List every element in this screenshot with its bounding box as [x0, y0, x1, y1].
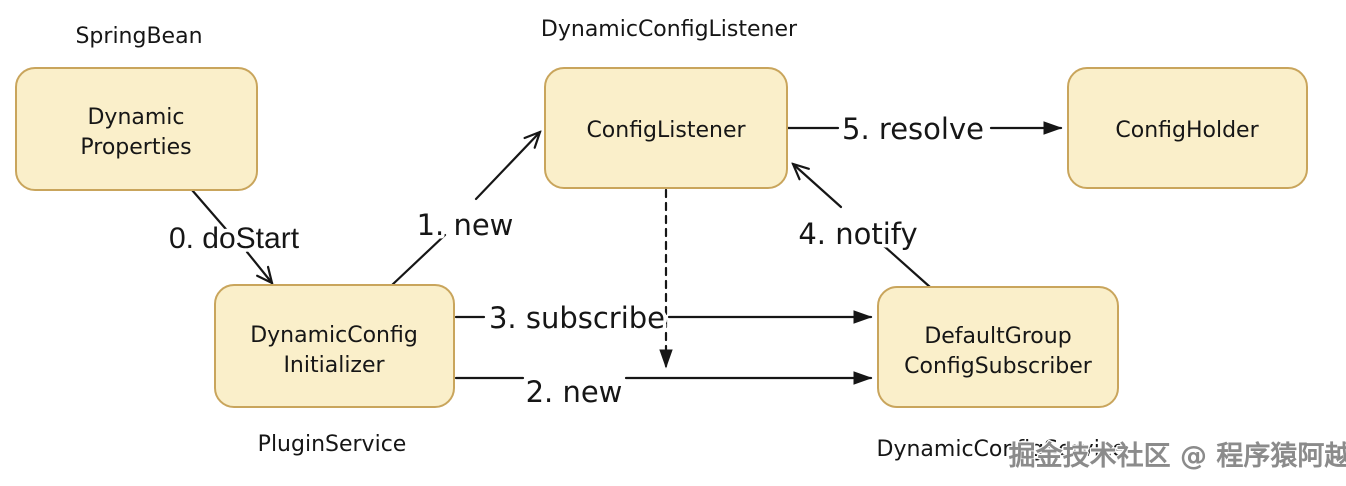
- edge-new-subscriber-label: 2. new: [526, 375, 623, 409]
- edge-do-start-label: 0. doStart: [169, 222, 300, 255]
- node-config-holder-label: ConfigHolder: [1115, 118, 1259, 143]
- edge-new-listener-line-2: [474, 132, 540, 201]
- annotation-spring-bean: SpringBean: [75, 24, 202, 49]
- node-config-listener-box: [544, 67, 788, 189]
- node-default-group-config-subscriber-label-line1: DefaultGroup: [924, 324, 1071, 349]
- node-default-group-config-subscriber-label-line2: ConfigSubscriber: [904, 354, 1093, 379]
- edge-resolve-label: 5. resolve: [842, 112, 984, 146]
- edge-new-listener-line-1: [390, 233, 447, 287]
- node-default-group-config-subscriber: DefaultGroup ConfigSubscriber: [877, 286, 1119, 408]
- edge-do-start-line-1: [190, 188, 233, 237]
- edge-new-subscriber: 2. new: [454, 371, 873, 413]
- node-config-holder-box: [1067, 67, 1308, 189]
- edge-notify-label: 4. notify: [798, 217, 917, 251]
- node-default-group-config-subscriber-box: [877, 286, 1119, 408]
- node-config-listener-label: ConfigListener: [586, 118, 746, 143]
- node-config-listener: ConfigListener: [544, 67, 788, 189]
- edge-do-start-line-2: [245, 250, 272, 283]
- edge-subscribe-label: 3. subscribe: [489, 301, 665, 335]
- node-dynamic-properties-label-line2: Properties: [80, 135, 191, 160]
- node-dynamic-config-initializer-box: [214, 284, 455, 408]
- node-config-holder: ConfigHolder: [1067, 67, 1308, 189]
- edge-subscribe: 3. subscribe: [454, 298, 873, 339]
- edge-resolve: 5. resolve: [786, 109, 1063, 150]
- node-dynamic-properties-label-line1: Dynamic: [87, 105, 184, 130]
- edge-do-start: 0. doStart: [165, 188, 303, 283]
- node-dynamic-properties-box: [15, 67, 258, 191]
- annotation-dynamic-config-service: DynamicConfigService: [877, 437, 1126, 462]
- watermark: 掘金技术社区 @ 程序猿阿越: [1009, 440, 1346, 472]
- node-dynamic-properties: Dynamic Properties: [15, 67, 258, 191]
- edge-new-listener: 1. new: [390, 132, 540, 287]
- edge-notify-line-1: [882, 244, 932, 289]
- node-dynamic-config-initializer: DynamicConfig Initializer: [214, 284, 455, 408]
- edge-notify: 4. notify: [793, 164, 932, 289]
- annotation-plugin-service: PluginService: [258, 432, 407, 457]
- edge-notify-line-2: [793, 164, 843, 209]
- edge-new-listener-label: 1. new: [417, 208, 514, 242]
- node-dynamic-config-initializer-label-line2: Initializer: [283, 353, 385, 378]
- node-dynamic-config-initializer-label-line1: DynamicConfig: [250, 323, 418, 348]
- annotation-dynamic-config-listener: DynamicConfigListener: [541, 17, 798, 42]
